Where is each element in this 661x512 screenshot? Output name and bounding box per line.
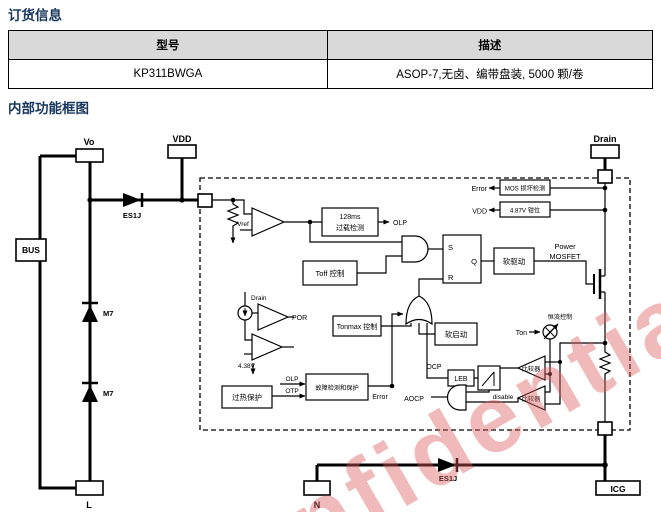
block-mos-detect <box>499 179 551 196</box>
pad-vdd <box>197 193 213 208</box>
aocp-signal-label: AOCP <box>404 396 424 403</box>
functional-block-diagram: Vo VDD Drain BUS L N ICG ES1J ES1J M7 M7… <box>15 134 641 510</box>
ic-boundary <box>199 177 631 431</box>
order-table-header-description: 描述 <box>326 30 654 60</box>
section-title-block-diagram: 内部功能框图 <box>8 101 89 116</box>
aocp-comparator <box>516 385 546 411</box>
order-table-header-model: 型号 <box>8 30 328 60</box>
pin-box-drain <box>590 144 620 159</box>
clamp-label: 4.87V 钳位 <box>510 207 540 215</box>
internal-wiring <box>212 183 612 422</box>
order-table-row: KP311BWGA ASOP-7,无卤、编带盘装, 5000 颗/卷 <box>8 59 654 89</box>
pin-box-vdd <box>167 144 197 159</box>
otp-block-label: 过热保护 <box>232 392 262 402</box>
aocp-and-gate <box>446 384 467 411</box>
order-table-cell-model: KP311BWGA <box>8 59 328 89</box>
ramp-symbol <box>481 371 495 387</box>
por-comparator <box>257 303 290 331</box>
soft-start-label: 软启动 <box>445 329 468 339</box>
pin-box-n <box>303 480 331 496</box>
cc-label: 恒流控制 <box>548 313 573 321</box>
block-soft-drive <box>493 247 535 275</box>
latch-q: Q <box>471 257 477 266</box>
block-tonmax-control <box>332 315 382 337</box>
pin-label-l: L <box>86 500 92 510</box>
pin-label-vdd: VDD <box>172 134 192 144</box>
block-vdd-clamp <box>499 201 551 218</box>
m7-upper-symbol <box>82 305 98 322</box>
diode-top-label: ES1J <box>123 211 141 220</box>
function-blocks <box>221 179 602 411</box>
vdd-internal-label: VDD <box>472 209 487 216</box>
m7-upper-label: M7 <box>103 309 113 318</box>
pad-drain <box>597 169 613 184</box>
fb-comparator <box>251 207 286 237</box>
multiplier-arrow <box>543 323 559 340</box>
error-out-label: Error <box>372 394 388 401</box>
diagram-labels: Vo VDD Drain BUS L N ICG ES1J ES1J M7 M7… <box>22 134 626 510</box>
comparator-lower-label: 比较器 <box>522 395 541 403</box>
pad-icg <box>597 421 613 436</box>
otp-in-label: OTP <box>285 388 298 395</box>
power-mosfet-line2: MOSFET <box>549 252 581 261</box>
block-olp-timer <box>321 207 379 237</box>
block-sr-latch <box>442 234 482 284</box>
vref-label: Vref <box>237 221 249 228</box>
diode-bottom-symbol <box>438 458 456 472</box>
pin-label-vo: Vo <box>84 137 95 147</box>
pin-box-bus <box>15 238 47 262</box>
power-mosfet-line1: Power <box>554 242 576 251</box>
m7-lower-symbol <box>82 385 98 402</box>
ocp-comparator <box>516 355 546 381</box>
vref-438-label: 4.38V <box>238 363 256 370</box>
pin-label-n: N <box>314 500 321 510</box>
uvlo-comparator <box>251 333 284 361</box>
olp-out-label: OLP <box>393 220 407 227</box>
block-toff-control <box>302 260 358 286</box>
diode-bottom-label: ES1J <box>439 474 457 483</box>
pin-box-icg <box>595 480 641 496</box>
order-table-header-row: 型号 描述 <box>8 30 654 60</box>
pin-box-vo <box>75 148 104 163</box>
discrete-symbols <box>15 144 641 496</box>
pin-label-bus: BUS <box>22 245 40 255</box>
latch-r: R <box>448 273 454 282</box>
comparator-upper-label: 比较器 <box>522 365 541 373</box>
por-label: POR <box>292 315 307 322</box>
m7-lower-label: M7 <box>103 389 113 398</box>
pin-label-drain: Drain <box>593 134 616 144</box>
order-table: 型号 描述 KP311BWGA ASOP-7,无卤、编带盘装, 5000 颗/卷 <box>8 30 654 89</box>
mos-detect-label: MOS 损坏检测 <box>505 185 546 193</box>
pin-box-l <box>75 480 104 496</box>
drain-internal-label: Drain <box>251 295 267 302</box>
or-gate <box>405 295 433 326</box>
block-soft-start <box>434 322 478 346</box>
block-otp <box>221 385 273 409</box>
leb-label: LEB <box>454 376 468 383</box>
tonmax-label: Tonmax 控制 <box>337 322 377 331</box>
disable-label: disable <box>493 394 514 401</box>
error-top-label: Error <box>471 186 487 193</box>
olp-in-label: OLP <box>285 376 298 383</box>
olp-timer-line1: 128ms <box>339 214 361 221</box>
and-gate <box>401 235 429 263</box>
section-title-ordering: 订货信息 <box>8 8 62 23</box>
order-table-cell-description: ASOP-7,无卤、编带盘装, 5000 颗/卷 <box>326 59 654 89</box>
fault-block-label: 故障检测和保护 <box>315 384 358 392</box>
junction-dots <box>87 185 608 468</box>
ocp-signal-label: OCP <box>426 364 442 371</box>
olp-timer-line2: 过载检测 <box>336 223 364 232</box>
block-fault-protect <box>305 373 369 401</box>
latch-s: S <box>448 243 453 252</box>
toff-label: Toff 控制 <box>315 268 344 278</box>
soft-drive-label: 软驱动 <box>503 256 526 266</box>
ton-label: Ton <box>516 330 527 337</box>
pin-label-icg: ICG <box>610 484 626 494</box>
diode-top-symbol <box>123 193 141 207</box>
